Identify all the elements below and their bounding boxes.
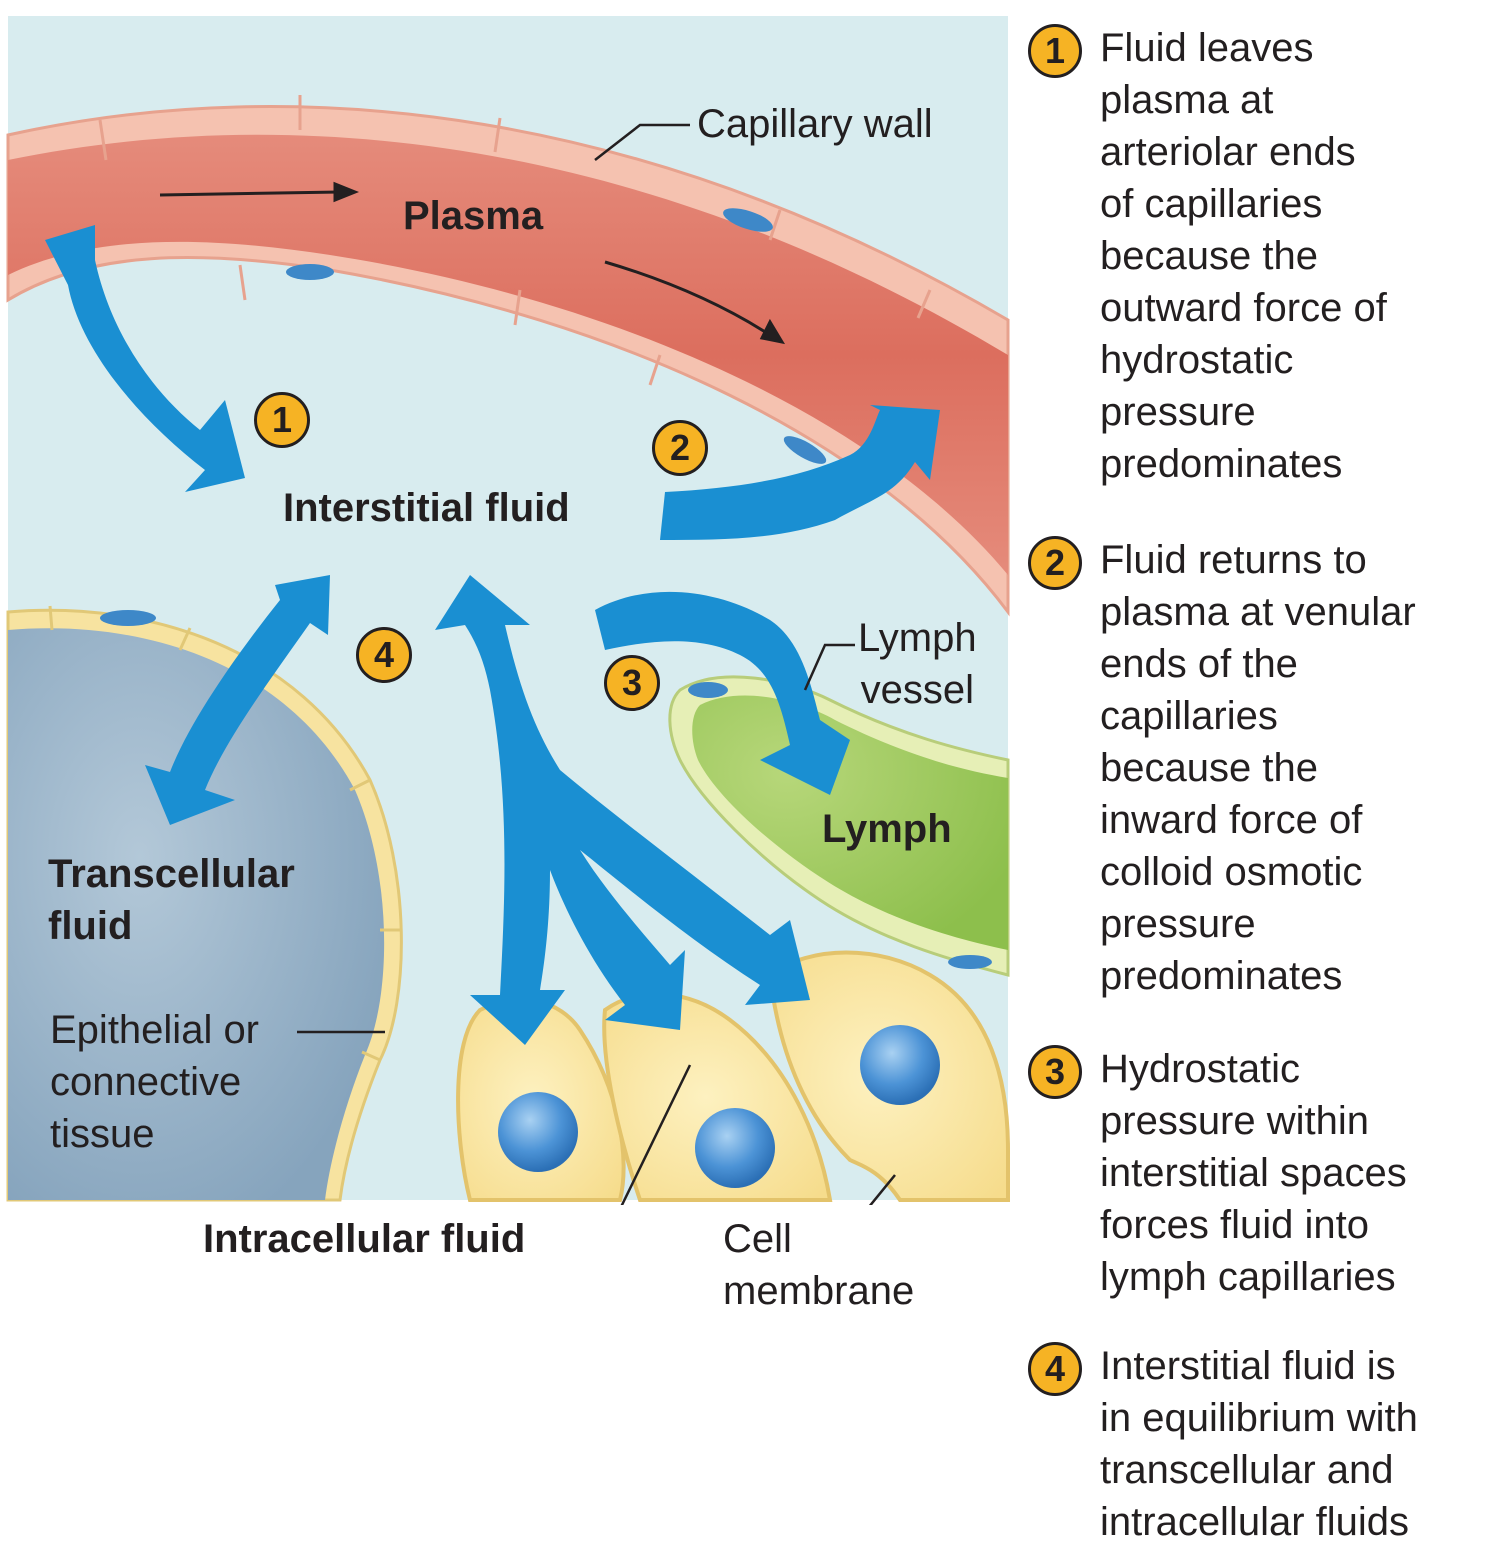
- step-text: Hydrostatic pressure within interstitial…: [1100, 1047, 1407, 1299]
- lymph-nucleus: [688, 682, 728, 698]
- arrow-interstitial-to-lymph: [595, 591, 850, 795]
- arrow-interstitial-intracellular: [435, 575, 810, 1045]
- capillary-lumen: [8, 134, 1008, 576]
- step-text: Interstitial fluid is in equilibrium wit…: [1100, 1344, 1418, 1544]
- step-number: 3: [1028, 1045, 1082, 1099]
- lymph-nucleus: [948, 955, 992, 969]
- blood-flow-arrows: [159, 181, 786, 345]
- label-lymph-vessel: Lymph vessel: [858, 616, 977, 712]
- step-number: 1: [1028, 24, 1082, 78]
- leader-intracellular: [620, 1064, 692, 1205]
- badge-3: 3: [604, 655, 660, 711]
- badge-1: 1: [254, 392, 310, 448]
- label-transcellular-fluid: Transcellular fluid: [48, 852, 295, 948]
- cell-nucleus: [860, 1025, 940, 1105]
- label-plasma: Plasma: [403, 194, 544, 238]
- step-number: 2: [1028, 536, 1082, 590]
- epithelial-nucleus: [100, 610, 156, 626]
- cell-nucleus: [498, 1092, 578, 1172]
- leader-lymph-vessel: [803, 643, 855, 691]
- label-cell-membrane: Cell membrane: [723, 1217, 915, 1313]
- leader-cell-membrane: [868, 1174, 896, 1205]
- label-intracellular-fluid: Intracellular fluid: [203, 1217, 526, 1261]
- label-epithelial-tissue: Epithelial or connective tissue: [50, 1008, 260, 1156]
- fluid-compartments-illustration: [6, 16, 1010, 1205]
- label-interstitial-fluid: Interstitial fluid: [283, 486, 570, 530]
- tissue-cells: [456, 950, 1010, 1202]
- capillary-nucleus: [286, 264, 334, 280]
- badge-2: 2: [652, 420, 708, 476]
- step-text: Fluid returns to plasma at venular ends …: [1100, 538, 1416, 998]
- arrow-plasma-to-interstitial: [45, 225, 245, 492]
- cell-nucleus: [695, 1108, 775, 1188]
- step-text: Fluid leaves plasma at arteriolar ends o…: [1100, 26, 1387, 486]
- arrow-interstitial-transcellular: [145, 575, 330, 825]
- label-capillary-wall: Capillary wall: [697, 102, 933, 146]
- label-lymph: Lymph: [822, 807, 952, 851]
- step-number: 4: [1028, 1342, 1082, 1396]
- capillary-nucleus: [723, 208, 773, 232]
- capillary-nucleus: [783, 436, 827, 464]
- leader-capillary-wall: [594, 123, 690, 161]
- fluid-flow-arrows: [45, 225, 940, 1045]
- arrow-interstitial-to-plasma: [660, 405, 940, 540]
- badge-4: 4: [356, 627, 412, 683]
